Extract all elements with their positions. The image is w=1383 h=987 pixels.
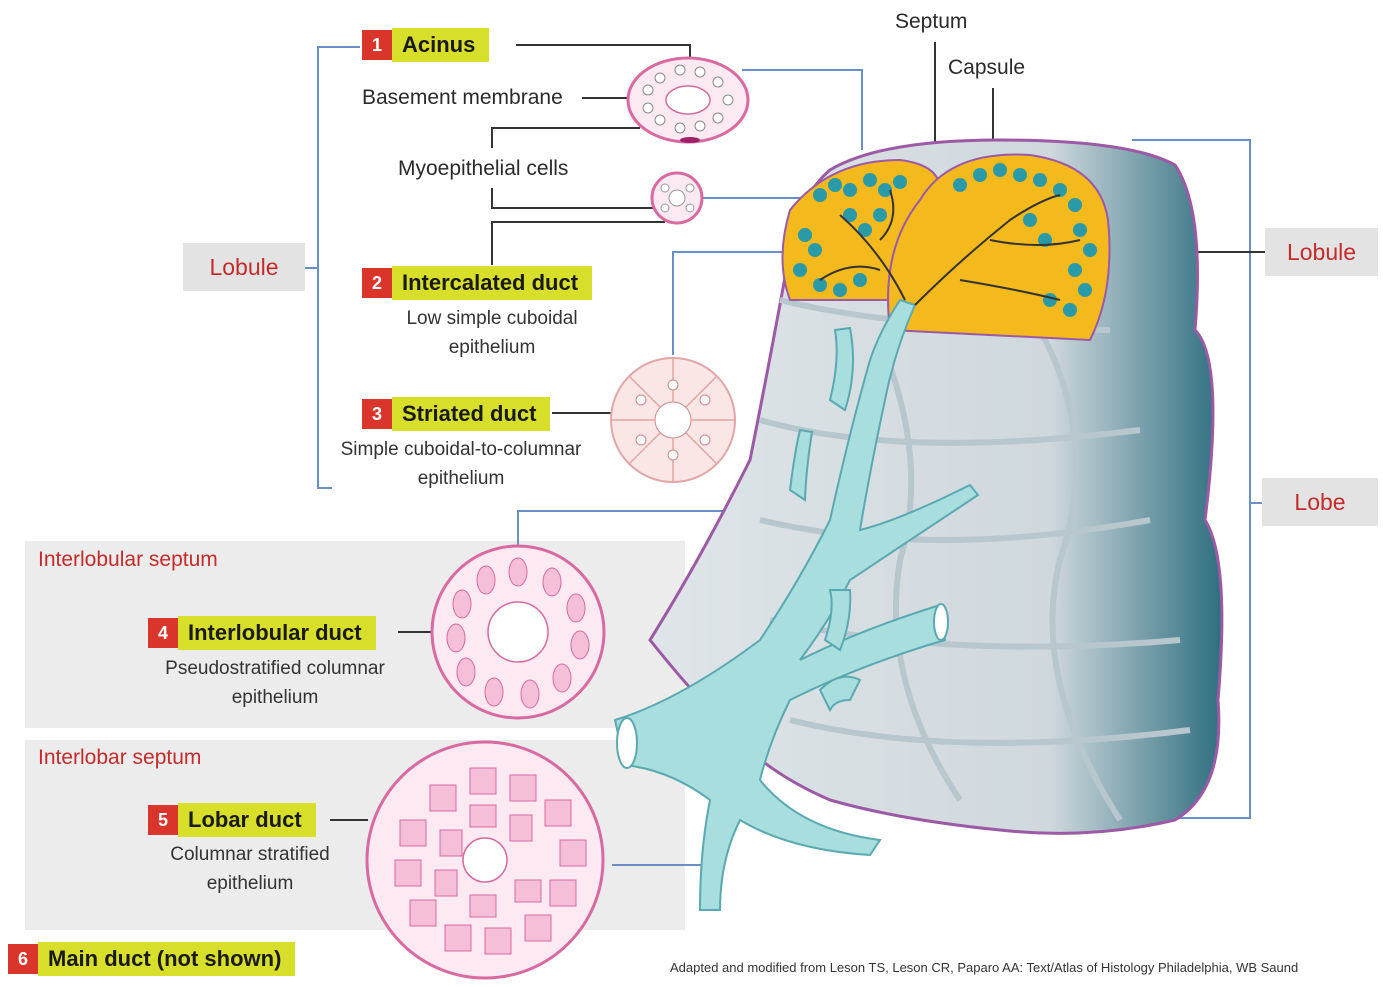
septum-label: Septum bbox=[895, 10, 967, 34]
striated-duct-number: 3 bbox=[362, 399, 392, 429]
main-duct-opening bbox=[617, 718, 637, 768]
intercalated-duct-number: 2 bbox=[362, 268, 392, 298]
interlobular-septum-label: Interlobular septum bbox=[38, 548, 218, 572]
interlobular-duct-number: 4 bbox=[148, 618, 178, 648]
acinus-number: 1 bbox=[362, 30, 392, 60]
striated-duct-section bbox=[611, 358, 735, 482]
striated-duct-desc: Simple cuboidal-to-columnar epithelium bbox=[330, 435, 592, 493]
intercalated-duct-tag: 2 Intercalated duct bbox=[362, 266, 592, 300]
lobar-duct-desc: Columnar stratified epithelium bbox=[160, 840, 340, 898]
main-duct-tag: 6 Main duct (not shown) bbox=[8, 942, 295, 976]
intercalated-duct-name: Intercalated duct bbox=[392, 266, 592, 300]
lobar-duct-tag: 5 Lobar duct bbox=[148, 803, 316, 837]
striated-duct-name: Striated duct bbox=[392, 397, 550, 431]
lobe-tag: Lobe bbox=[1262, 478, 1378, 526]
interlobular-duct-tag: 4 Interlobular duct bbox=[148, 616, 376, 650]
myoepithelial-cells-label: Myoepithelial cells bbox=[398, 157, 568, 181]
lobule-left-tag: Lobule bbox=[183, 243, 305, 291]
striated-duct-tag: 3 Striated duct bbox=[362, 397, 550, 431]
capsule-label: Capsule bbox=[948, 56, 1025, 80]
source-credit: Adapted and modified from Leson TS, Leso… bbox=[670, 960, 1380, 975]
interlobular-duct-desc: Pseudostratified columnar epithelium bbox=[150, 654, 400, 712]
acinus-section bbox=[628, 58, 748, 143]
lobar-duct-number: 5 bbox=[148, 805, 178, 835]
basement-membrane-label: Basement membrane bbox=[362, 86, 563, 110]
lobule-right-tag: Lobule bbox=[1265, 228, 1378, 276]
interlobar-septum-label: Interlobar septum bbox=[38, 746, 201, 770]
main-duct-number: 6 bbox=[8, 944, 38, 974]
main-duct-name: Main duct (not shown) bbox=[38, 942, 295, 976]
lobar-duct-name: Lobar duct bbox=[178, 803, 316, 837]
acinus-name: Acinus bbox=[392, 28, 489, 62]
intercalated-duct-desc: Low simple cuboidal epithelium bbox=[392, 304, 592, 362]
lobar-duct-section bbox=[367, 742, 603, 978]
interlobular-duct-name: Interlobular duct bbox=[178, 616, 376, 650]
intercalated-duct-section bbox=[652, 173, 702, 223]
interlobular-duct-section bbox=[432, 546, 604, 718]
acinus-tag: 1 Acinus bbox=[362, 28, 489, 62]
